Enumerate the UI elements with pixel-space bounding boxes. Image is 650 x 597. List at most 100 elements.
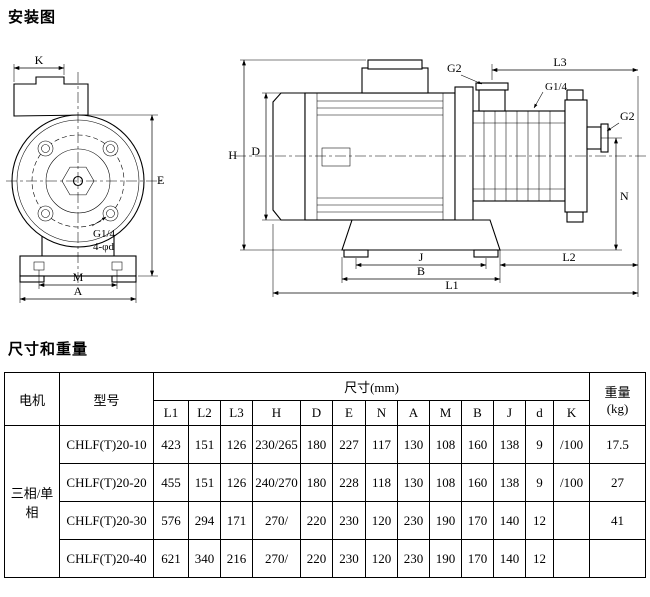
dim-cell: 118 xyxy=(365,463,398,502)
dim-cell: 9 xyxy=(525,425,554,464)
dim-cell: 160 xyxy=(461,425,494,464)
table-row: CHLF(T)20-20 455 151 126 240/270 180 228… xyxy=(5,463,647,502)
col-header-D: D xyxy=(300,400,333,426)
dim-cell: 120 xyxy=(365,539,398,578)
dim-cell: 455 xyxy=(153,463,189,502)
col-header-A: A xyxy=(397,400,430,426)
dim-cell: 126 xyxy=(220,425,253,464)
col-header-M: M xyxy=(429,400,462,426)
dim-cell: 160 xyxy=(461,463,494,502)
col-header-K: K xyxy=(552,400,591,426)
dim-cell: 108 xyxy=(429,425,462,464)
terminal-box xyxy=(361,67,429,94)
col-header-E: E xyxy=(332,400,366,426)
dim-label-j: J xyxy=(419,250,424,264)
dim-cell xyxy=(552,501,591,540)
dim-label-h: H xyxy=(228,148,237,162)
model-cell: CHLF(T)20-40 xyxy=(59,539,154,578)
dim-cell: 270/ xyxy=(252,501,301,540)
table-row: 三相/单相 CHLF(T)20-10 423 151 126 230/265 1… xyxy=(4,425,647,578)
col-header-dims-mm: 尺寸(mm) xyxy=(152,372,591,401)
dim-cell: 294 xyxy=(188,501,221,540)
dim-cell: 228 xyxy=(332,463,366,502)
dim-label-a: A xyxy=(74,284,83,298)
weight-cell: 17.5 xyxy=(589,425,647,464)
dimensions-table: 电机 型号 尺寸(mm) 重量 (kg) L1 L2 L3 H D E N A … xyxy=(4,372,647,578)
dim-cell xyxy=(552,539,591,578)
col-header-weight: 重量 (kg) xyxy=(589,372,647,426)
dim-cell: 126 xyxy=(220,463,253,502)
dim-cell: 240/270 xyxy=(252,463,301,502)
dim-label-e: E xyxy=(157,173,164,187)
col-header-model: 型号 xyxy=(59,372,154,426)
weight-cell xyxy=(589,539,647,578)
weight-cell: 41 xyxy=(589,501,647,540)
dim-label-b: B xyxy=(417,264,425,278)
port-label-g14-side: G1/4 xyxy=(545,81,568,93)
dim-cell: 120 xyxy=(365,501,398,540)
top-bracket xyxy=(13,76,89,117)
model-cell: CHLF(T)20-30 xyxy=(59,501,154,540)
installation-drawing: K E M A G1/4 4-φd xyxy=(6,53,648,303)
col-header-d: d xyxy=(525,400,554,426)
dim-cell: 230 xyxy=(397,501,430,540)
col-header-L1: L1 xyxy=(153,400,189,426)
dim-cell: 270/ xyxy=(252,539,301,578)
dim-cell: 12 xyxy=(525,501,554,540)
dim-cell: 108 xyxy=(429,463,462,502)
dim-cell: 230 xyxy=(397,539,430,578)
dim-cell: 151 xyxy=(188,425,221,464)
dim-cell: 9 xyxy=(525,463,554,502)
col-header-J: J xyxy=(493,400,526,426)
port-label-g2-top: G2 xyxy=(447,61,462,75)
col-header-L2: L2 xyxy=(188,400,221,426)
dim-cell: 138 xyxy=(493,463,526,502)
dim-cell: 576 xyxy=(153,501,189,540)
dimensions-title: 尺寸和重量 xyxy=(8,341,89,358)
dim-cell: 190 xyxy=(429,539,462,578)
table-row: CHLF(T)20-40 621 340 216 270/ 220 230 12… xyxy=(5,539,647,578)
dim-label-l1: L1 xyxy=(445,278,458,292)
dim-cell: 423 xyxy=(153,425,189,464)
dim-cell: /100 xyxy=(552,463,591,502)
dim-cell: 130 xyxy=(397,425,430,464)
dim-cell: 220 xyxy=(300,539,333,578)
dim-cell: 140 xyxy=(493,539,526,578)
dim-cell: 171 xyxy=(220,501,253,540)
dim-cell: 140 xyxy=(493,501,526,540)
pump-side-view: H D G2 L3 G1/4 G2 N J B xyxy=(228,55,648,297)
dim-cell: 230/265 xyxy=(252,425,301,464)
dim-cell: 151 xyxy=(188,463,221,502)
dim-cell: 170 xyxy=(461,539,494,578)
nameplate xyxy=(321,147,351,167)
dim-cell: 220 xyxy=(300,501,333,540)
dim-cell: /100 xyxy=(552,425,591,464)
col-header-N: N xyxy=(365,400,398,426)
dim-cell: 138 xyxy=(493,425,526,464)
mounting-feet xyxy=(341,219,501,251)
dim-cell: 130 xyxy=(397,463,430,502)
dim-cell: 170 xyxy=(461,501,494,540)
dim-cell: 216 xyxy=(220,539,253,578)
dim-label-n: N xyxy=(620,189,629,203)
dim-cell: 190 xyxy=(429,501,462,540)
port-label-g14: G1/4 xyxy=(93,228,116,240)
dim-label-l3: L3 xyxy=(553,55,566,69)
dim-cell: 117 xyxy=(365,425,398,464)
dim-label-d: D xyxy=(251,144,260,158)
motor-type-cell: 三相/单相 xyxy=(4,425,60,578)
dim-label-k: K xyxy=(35,53,44,67)
dim-cell: 230 xyxy=(332,539,366,578)
installation-title: 安装图 xyxy=(8,9,57,26)
port-label-g2-right: G2 xyxy=(620,109,635,123)
dim-cell: 230 xyxy=(332,501,366,540)
dim-cell: 180 xyxy=(300,463,333,502)
dim-cell: 12 xyxy=(525,539,554,578)
dim-label-l2: L2 xyxy=(562,250,575,264)
fan-cover xyxy=(272,92,306,221)
dim-cell: 340 xyxy=(188,539,221,578)
suction-port xyxy=(475,82,509,91)
dim-cell: 227 xyxy=(332,425,366,464)
model-cell: CHLF(T)20-20 xyxy=(59,463,154,502)
bolt-hole-label: 4-φd xyxy=(93,241,115,253)
